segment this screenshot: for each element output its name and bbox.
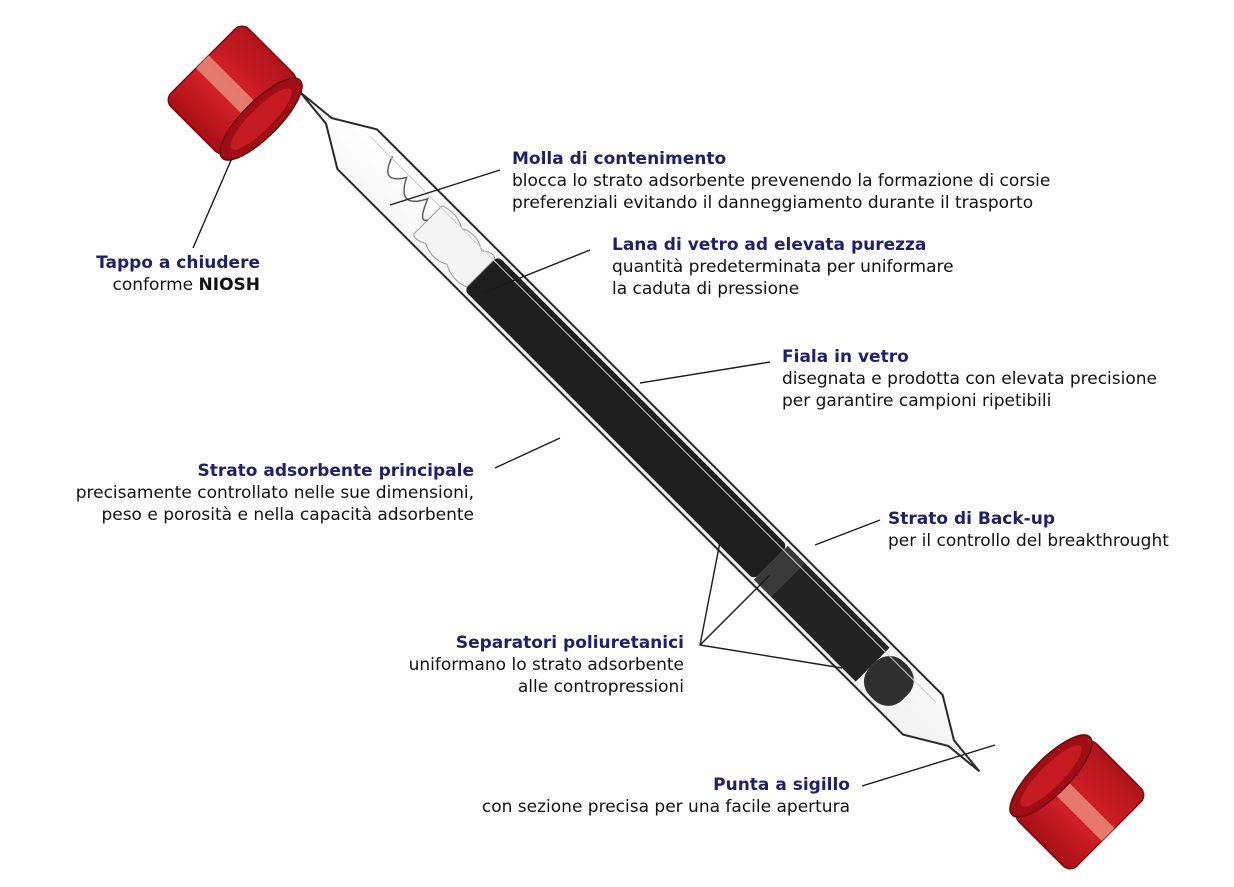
label-lana-desc-2: la caduta di pressione [612,279,800,299]
label-molla-title: Molla di contenimento [512,149,727,169]
label-separatori-desc-1: uniformano lo strato adsorbente [408,655,684,675]
label-punta-desc-1: con sezione precisa per una facile apert… [481,797,850,817]
label-fiala-desc-1: disegnata e prodotta con elevata precisi… [782,369,1157,389]
label-backup: Strato di Back-up per il controllo del b… [888,508,1169,552]
leader-strato [494,437,561,469]
label-tappo-title: Tappo a chiudere [96,253,260,273]
label-punta-title: Punta a sigillo [713,775,850,795]
glass-tube [299,91,981,773]
leader-backup [814,519,881,546]
label-tappo-desc: conforme NIOSH [60,274,260,296]
leader-separatori-b [699,574,771,646]
leader-lana [484,249,591,293]
label-fiala: Fiala in vetro disegnata e prodotta con … [782,346,1157,412]
label-fiala-desc-2: per garantire campioni ripetibili [782,391,1052,411]
leader-tappo [192,157,233,249]
label-tappo-desc-bold: NIOSH [198,275,260,295]
label-strato-title: Strato adsorbente principale [197,461,474,481]
main-adsorbent-bed [466,258,786,578]
label-molla: Molla di contenimento blocca lo strato a… [512,148,1050,214]
label-backup-title: Strato di Back-up [888,509,1056,529]
label-lana: Lana di vetro ad elevata purezza quantit… [612,234,954,300]
label-molla-desc-2: preferenziali evitando il danneggiamento… [512,193,1034,213]
label-separatori-desc-2: alle contropressioni [517,677,684,697]
label-molla-desc-1: blocca lo strato adsorbente prevenendo l… [512,171,1051,191]
leader-lines [192,157,996,787]
backup-bed [770,562,890,682]
leader-molla [389,169,501,206]
leader-fiala [639,361,771,384]
retaining-spring [387,155,430,221]
label-strato-desc-2: peso e porosità e nella capacità adsorbe… [101,505,474,525]
label-backup-desc-1: per il controllo del breakthrought [888,531,1169,551]
label-separatori-title: Separatori poliuretanici [455,633,684,653]
label-tappo: Tappo a chiudere conforme NIOSH [60,252,260,296]
label-fiala-title: Fiala in vetro [782,347,909,367]
top-cap [167,25,303,161]
label-strato: Strato adsorbente principale precisament… [10,460,474,526]
bottom-cap [1009,734,1145,870]
label-lana-title: Lana di vetro ad elevata purezza [612,235,927,255]
label-punta: Punta a sigillo con sezione precisa per … [420,774,850,818]
label-tappo-desc-text: conforme [112,275,199,295]
label-lana-desc-1: quantità predeterminata per uniformare [612,257,954,277]
label-separatori: Separatori poliuretanici uniformano lo s… [340,632,684,698]
label-strato-desc-1: precisamente controllato nelle sue dimen… [75,483,474,503]
leader-punta [861,744,996,787]
